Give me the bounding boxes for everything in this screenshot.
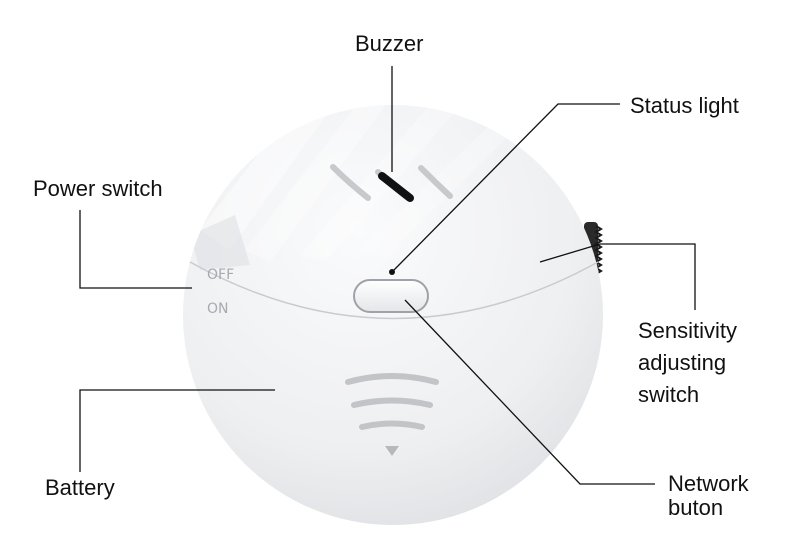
network-button[interactable] (353, 279, 429, 313)
status-light-label: Status light (630, 93, 739, 118)
battery-vent (345, 373, 439, 456)
power-switch-leader (79, 210, 192, 289)
battery-leader (79, 389, 275, 472)
body-sheen (190, 105, 515, 270)
leader-lines (79, 66, 696, 485)
switch-on-text: ON (207, 301, 229, 317)
sensitivity-label: Sensitivity adjusting switch (638, 318, 738, 407)
buzzer-label: Buzzer (355, 31, 424, 56)
power-switch-label: Power switch (33, 176, 163, 201)
network-leader (404, 299, 655, 485)
device-body (183, 105, 603, 525)
sensitivity-leader (539, 243, 696, 310)
buzzer-grille (330, 164, 453, 202)
cover-seam (189, 261, 599, 320)
switch-off-text: OFF (207, 267, 234, 283)
network-button-label: Network buton (668, 471, 749, 520)
status-light-leader (391, 103, 620, 273)
battery-label: Battery (45, 475, 115, 500)
